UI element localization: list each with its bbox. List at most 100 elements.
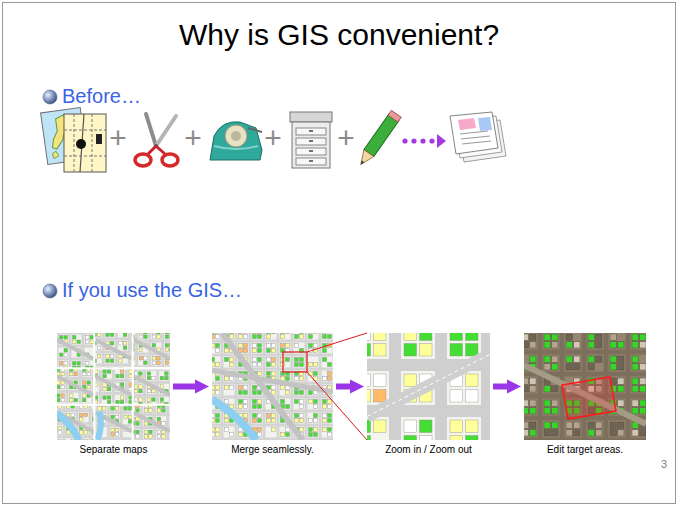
- map-illustrations: [258, 419, 262, 423]
- map-illustrations: [466, 420, 479, 433]
- map-illustrations: [106, 355, 110, 359]
- map-illustrations: [162, 435, 166, 439]
- map-illustrations: [552, 422, 558, 428]
- map-illustrations: [216, 377, 220, 381]
- map-illustrations: [58, 431, 62, 435]
- map-illustrations: [93, 439, 94, 440]
- map-illustrations: [134, 348, 135, 352]
- map-illustrations: [225, 386, 229, 390]
- map-illustrations: [70, 394, 74, 398]
- map-illustrations: [134, 416, 141, 426]
- map-illustrations: [90, 340, 93, 344]
- map-panel: Edit target areas.: [524, 333, 646, 458]
- map-illustrations: [95, 369, 131, 403]
- map-illustrations: [124, 407, 128, 411]
- map-illustrations: [323, 405, 327, 409]
- printed-pages-icon: [450, 112, 506, 162]
- map-illustrations: [57, 425, 63, 435]
- map-illustrations: [308, 399, 319, 410]
- map-illustrations: [618, 378, 624, 384]
- map-illustrations: [544, 334, 550, 340]
- map-illustrations: [466, 333, 479, 341]
- map-illustrations: [286, 391, 290, 395]
- map-illustrations: [253, 386, 257, 390]
- map-illustrations: [272, 386, 276, 390]
- map-illustrations: [267, 344, 271, 348]
- map-illustrations: [272, 344, 276, 348]
- map-illustrations: [165, 376, 169, 380]
- copier-icon: [290, 112, 332, 122]
- map-illustrations: [95, 340, 131, 359]
- map-illustrations: [286, 333, 290, 334]
- map-illustrations: [139, 389, 143, 393]
- map-illustrations: [157, 435, 161, 439]
- map-illustrations: [85, 361, 94, 368]
- map-illustrations: [566, 342, 572, 348]
- map-illustrations: [170, 344, 171, 348]
- map-illustrations: [524, 422, 528, 428]
- map-illustrations: [110, 342, 114, 346]
- map-illustrations: [323, 377, 327, 381]
- map-illustrations: [323, 414, 327, 418]
- map-illustrations: [58, 426, 62, 430]
- map-illustrations: [239, 333, 243, 334]
- map-illustrations: [134, 413, 170, 432]
- map-illustrations: [74, 369, 78, 371]
- map-illustrations: [309, 363, 313, 367]
- map-illustrations: [272, 428, 276, 432]
- map-illustrations: [128, 420, 131, 424]
- map-illustrations: [139, 348, 143, 352]
- map-illustrations: [404, 420, 417, 433]
- map-illustrations: [149, 409, 153, 413]
- map-illustrations: [404, 436, 417, 441]
- map-illustrations: [57, 369, 60, 371]
- map-illustrations: [61, 369, 65, 371]
- map-illustrations: [83, 369, 87, 371]
- map-image-area: [524, 333, 646, 440]
- printed-pages-icon: [460, 131, 491, 144]
- map-illustrations: [244, 349, 248, 353]
- map-illustrations: [309, 335, 313, 339]
- map-illustrations: [367, 354, 490, 416]
- map-illustrations: [143, 406, 153, 413]
- map-illustrations: [115, 428, 119, 432]
- zoom-lines: [283, 333, 367, 440]
- map-illustrations: [272, 358, 276, 362]
- map-illustrations: [165, 361, 169, 365]
- map-illustrations: [57, 394, 60, 398]
- map-illustrations: [149, 435, 153, 439]
- map-illustrations: [144, 335, 148, 339]
- map-illustrations: [524, 400, 528, 406]
- map-illustrations: [253, 414, 257, 418]
- map-illustrations: [640, 400, 646, 406]
- map-illustrations: [640, 342, 646, 348]
- map-illustrations: [314, 400, 318, 404]
- map-illustrations: [165, 335, 169, 339]
- map-illustrations: [151, 356, 161, 366]
- plus-sign: +: [264, 121, 282, 155]
- map-illustrations: [596, 356, 602, 362]
- map-illustrations: [152, 376, 156, 380]
- map-illustrations: [230, 386, 234, 390]
- map-illustrations: [212, 399, 256, 440]
- map-illustrations: [225, 349, 229, 353]
- map-illustrations: [420, 333, 433, 341]
- map-illustrations: [152, 335, 156, 339]
- scissors-icon: [156, 116, 176, 146]
- map-illustrations: [374, 374, 387, 387]
- map-illustrations: [314, 419, 318, 423]
- map-illustrations: [322, 399, 333, 410]
- map-illustrations: [120, 374, 124, 378]
- map-illustrations: [566, 430, 572, 436]
- map-illustrations: [552, 342, 558, 348]
- map-illustrations: [136, 430, 140, 434]
- scissors-icon: [156, 146, 165, 154]
- map-illustrations: [544, 386, 550, 392]
- tape-dispenser-icon: [248, 128, 262, 132]
- map-illustrations: [212, 419, 215, 423]
- map-illustrations: [640, 364, 646, 370]
- map-illustrations: [103, 387, 107, 391]
- map-illustrations: [230, 358, 234, 362]
- map-illustrations: [212, 333, 215, 334]
- map-illustrations: [71, 413, 75, 417]
